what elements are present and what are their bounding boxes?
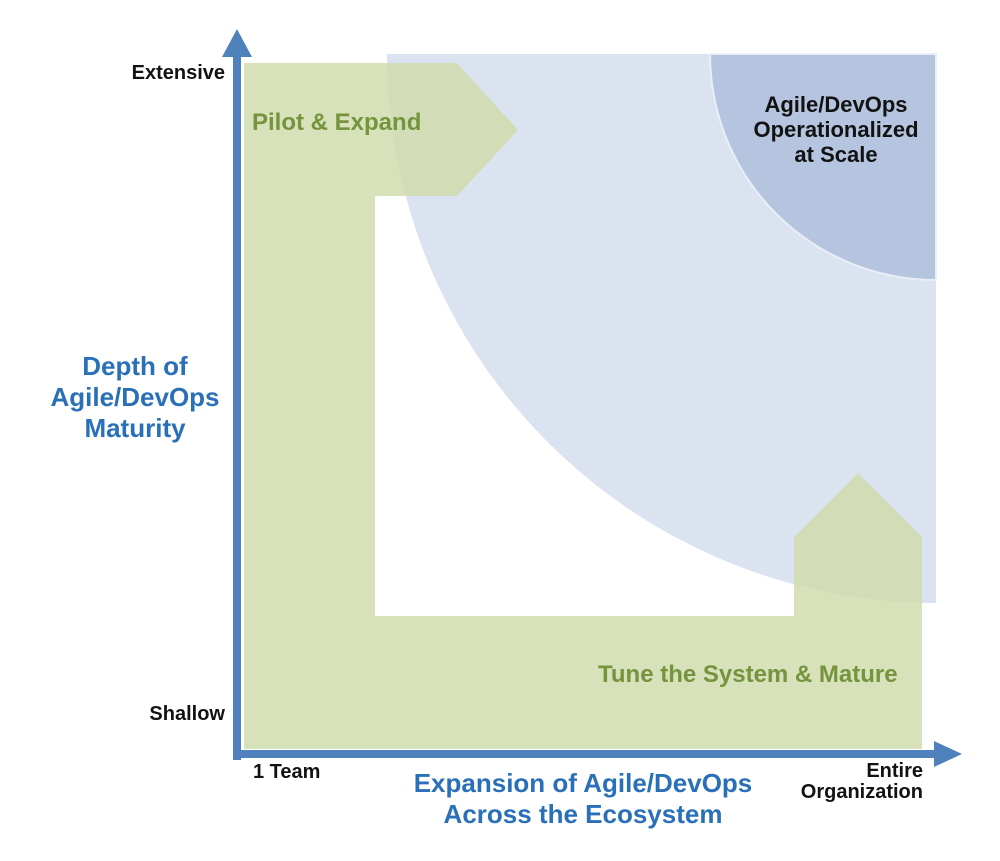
x-axis-max-label: Entire Organization — [723, 761, 923, 803]
x-axis-line — [233, 750, 936, 758]
y-axis — [222, 29, 252, 760]
y-axis-min-label: Shallow — [149, 703, 225, 725]
x-axis-max-label-line-1: Entire — [866, 760, 923, 782]
y-axis-title-line-3: Maturity — [84, 413, 186, 443]
adoption-journey-arrow — [244, 63, 922, 749]
x-axis-title-line-1: Expansion of Agile/DevOps — [413, 768, 753, 798]
operationalized-label-line-2: Operationalized — [753, 117, 919, 142]
y-axis-title: Depth of Agile/DevOps Maturity — [35, 351, 235, 444]
tune-mature-label: Tune the System & Mature — [598, 661, 898, 688]
y-axis-line — [233, 48, 241, 760]
y-axis-title-line-1: Depth of — [82, 351, 188, 381]
x-axis-min-label: 1 Team — [253, 761, 321, 783]
operationalized-at-scale-region — [708, 53, 937, 282]
y-axis-title-line-2: Agile/DevOps — [50, 382, 220, 412]
x-axis — [233, 741, 962, 767]
pilot-expand-label: Pilot & Expand — [252, 109, 422, 136]
operationalized-at-scale-label: Agile/DevOps Operationalized at Scale — [734, 92, 938, 167]
y-axis-max-label: Extensive — [131, 62, 225, 84]
operationalized-label-line-1: Agile/DevOps — [764, 92, 908, 117]
operationalized-label-line-3: at Scale — [794, 142, 878, 167]
x-axis-title: Expansion of Agile/DevOps Across the Eco… — [383, 768, 783, 830]
x-axis-title-line-2: Across the Ecosystem — [443, 799, 723, 829]
y-axis-arrowhead-icon — [222, 29, 252, 57]
x-axis-max-label-line-2: Organization — [800, 781, 923, 803]
x-axis-arrowhead-icon — [934, 741, 962, 767]
